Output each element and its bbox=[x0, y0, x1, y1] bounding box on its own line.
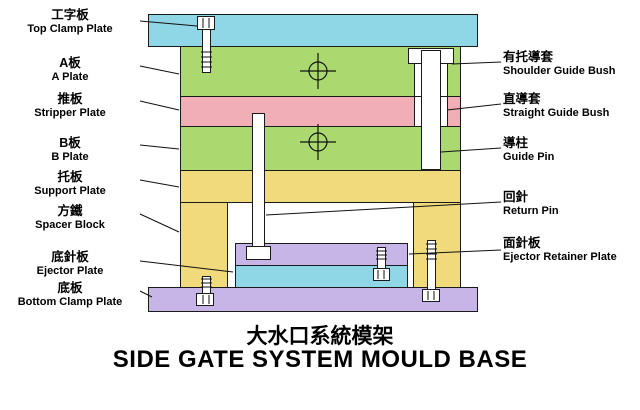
label-support-plate-en: Support Plate bbox=[34, 185, 106, 197]
label-return-pin-zh: 回針 bbox=[503, 190, 529, 204]
label-a-plate: A板 A Plate bbox=[2, 56, 138, 84]
spacer-block-left bbox=[180, 202, 228, 288]
label-ejector-plate-zh: 底針板 bbox=[51, 250, 89, 264]
diagram-title-english: SIDE GATE SYSTEM MOULD BASE bbox=[112, 346, 528, 373]
label-straight-guide-bush: 直導套 Straight Guide Bush bbox=[503, 92, 638, 120]
label-ejector-retainer-plate-zh: 面針板 bbox=[503, 236, 541, 250]
ejector-screw-shaft bbox=[377, 247, 386, 269]
label-guide-pin-zh: 導柱 bbox=[503, 136, 529, 150]
label-shoulder-guide-bush: 有托導套 Shoulder Guide Bush bbox=[503, 50, 638, 78]
bottom-left-screw-head bbox=[196, 293, 214, 306]
label-support-plate-zh: 托板 bbox=[57, 170, 83, 184]
spacer-block-right bbox=[413, 202, 461, 288]
label-spacer-block-en: Spacer Block bbox=[35, 219, 105, 231]
support-plate bbox=[180, 170, 461, 203]
label-shoulder-guide-bush-zh: 有托導套 bbox=[503, 50, 554, 64]
top-screw-shaft bbox=[202, 29, 211, 73]
label-return-pin-en: Return Pin bbox=[503, 205, 559, 217]
label-bottom-clamp-plate-zh: 底板 bbox=[57, 281, 83, 295]
label-ejector-retainer-plate-en: Ejector Retainer Plate bbox=[503, 251, 617, 263]
label-spacer-block: 方鐵 Spacer Block bbox=[2, 204, 138, 232]
label-straight-guide-bush-en: Straight Guide Bush bbox=[503, 107, 610, 119]
label-b-plate-zh: B板 bbox=[59, 136, 81, 150]
label-top-clamp-plate-en: Top Clamp Plate bbox=[27, 23, 113, 35]
diagram-title-chinese: 大水口系統模架 bbox=[246, 325, 394, 348]
label-return-pin: 回針 Return Pin bbox=[503, 190, 638, 218]
label-a-plate-en: A Plate bbox=[51, 71, 89, 83]
label-shoulder-guide-bush-en: Shoulder Guide Bush bbox=[503, 65, 616, 77]
b-plate bbox=[180, 126, 461, 171]
label-b-plate-en: B Plate bbox=[51, 151, 89, 163]
label-stripper-plate: 推板 Stripper Plate bbox=[2, 92, 138, 120]
label-guide-pin-en: Guide Pin bbox=[503, 151, 555, 163]
label-spacer-block-zh: 方鐵 bbox=[57, 204, 83, 218]
bottom-right-screw-head bbox=[422, 289, 440, 302]
label-ejector-retainer-plate: 面針板 Ejector Retainer Plate bbox=[503, 236, 638, 264]
return-pin-shaft bbox=[252, 113, 265, 247]
label-ejector-plate-en: Ejector Plate bbox=[36, 265, 104, 277]
label-stripper-plate-en: Stripper Plate bbox=[34, 107, 106, 119]
label-b-plate: B板 B Plate bbox=[2, 136, 138, 164]
label-bottom-clamp-plate-en: Bottom Clamp Plate bbox=[17, 296, 123, 308]
return-pin-head bbox=[246, 246, 271, 260]
guide-pin bbox=[421, 50, 441, 170]
label-top-clamp-plate: 工字板 Top Clamp Plate bbox=[2, 8, 138, 36]
label-bottom-clamp-plate: 底板 Bottom Clamp Plate bbox=[2, 281, 138, 309]
label-ejector-plate: 底針板 Ejector Plate bbox=[2, 250, 138, 278]
label-support-plate: 托板 Support Plate bbox=[2, 170, 138, 198]
label-a-plate-zh: A板 bbox=[59, 56, 81, 70]
bottom-left-screw-shaft bbox=[202, 276, 211, 294]
label-stripper-plate-zh: 推板 bbox=[57, 92, 83, 106]
ejector-screw-head bbox=[373, 268, 390, 281]
label-straight-guide-bush-zh: 直導套 bbox=[503, 92, 541, 106]
label-top-clamp-plate-zh: 工字板 bbox=[51, 8, 89, 22]
bottom-right-screw-shaft bbox=[427, 240, 436, 290]
label-guide-pin: 導柱 Guide Pin bbox=[503, 136, 638, 164]
top-screw-head bbox=[197, 16, 215, 30]
